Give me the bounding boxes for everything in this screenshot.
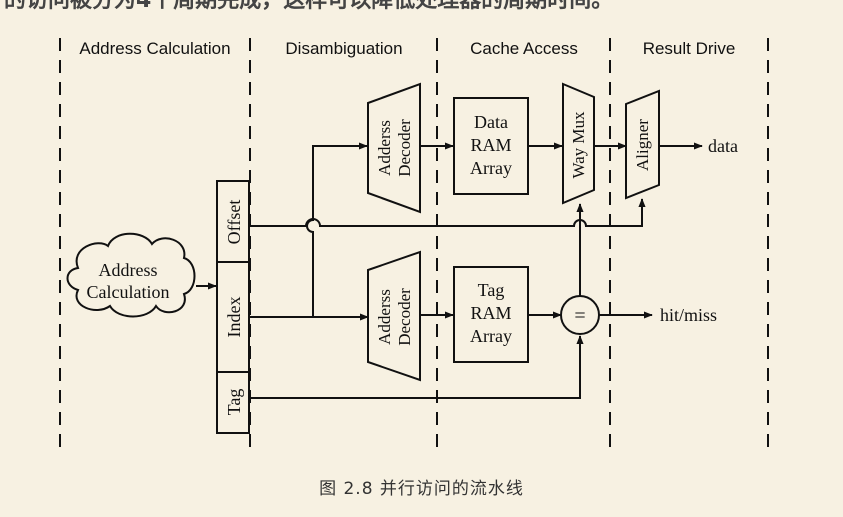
cloud-label-line1: Address (99, 260, 158, 280)
field-tag: Tag (224, 389, 244, 416)
top-text-fragment: 的访问被分为4个周期完成，这样可以降低处理器的周期时间。 (0, 0, 843, 12)
decoder-top-line1: Adderss (375, 120, 394, 176)
stage-header-cache-access: Cache Access (470, 39, 578, 58)
decoder-bottom-line2: Decoder (395, 288, 414, 346)
decoder-top-line2: Decoder (395, 119, 414, 177)
stage-header-address-calculation: Address Calculation (79, 39, 230, 58)
decoder-top: Adderss Decoder (367, 82, 421, 214)
comparator-symbol: = (574, 305, 585, 327)
output-hit-miss: hit/miss (660, 305, 717, 325)
index-wires (249, 142, 369, 321)
aligner: Aligner (625, 89, 660, 200)
address-register: Offset Index Tag (216, 180, 250, 434)
decoder-bottom: Adderss Decoder (367, 250, 421, 382)
aligner-label: Aligner (633, 119, 652, 171)
pipeline-diagram: Address Calculation Disambiguation Cache… (59, 38, 769, 455)
offset-wire (249, 198, 646, 227)
figure-caption: 图 2.8 并行访问的流水线 (319, 479, 524, 499)
stage-header-disambiguation: Disambiguation (285, 39, 402, 58)
field-offset: Offset (224, 200, 244, 245)
field-index: Index (224, 297, 244, 338)
stage-header-result-drive: Result Drive (643, 39, 736, 58)
stage-dividers (59, 38, 769, 455)
tag-wire (249, 335, 584, 399)
way-mux: Way Mux (562, 82, 595, 205)
data-ram-array: Data RAM Array (453, 97, 529, 195)
way-mux-label: Way Mux (569, 111, 588, 179)
tag-ram-line2: RAM (470, 303, 511, 323)
decoder-bottom-line1: Adderss (375, 289, 394, 345)
tag-ram-array: Tag RAM Array (453, 266, 529, 363)
address-calculation-cloud: Address Calculation (66, 232, 196, 318)
data-ram-line1: Data (474, 112, 508, 132)
output-data: data (708, 136, 738, 156)
tag-ram-line3: Array (470, 326, 512, 346)
data-ram-line2: RAM (470, 135, 511, 155)
data-ram-line3: Array (470, 158, 512, 178)
tag-ram-line1: Tag (478, 280, 505, 300)
cloud-label-line2: Calculation (87, 282, 170, 302)
tag-comparator: = (560, 295, 600, 335)
